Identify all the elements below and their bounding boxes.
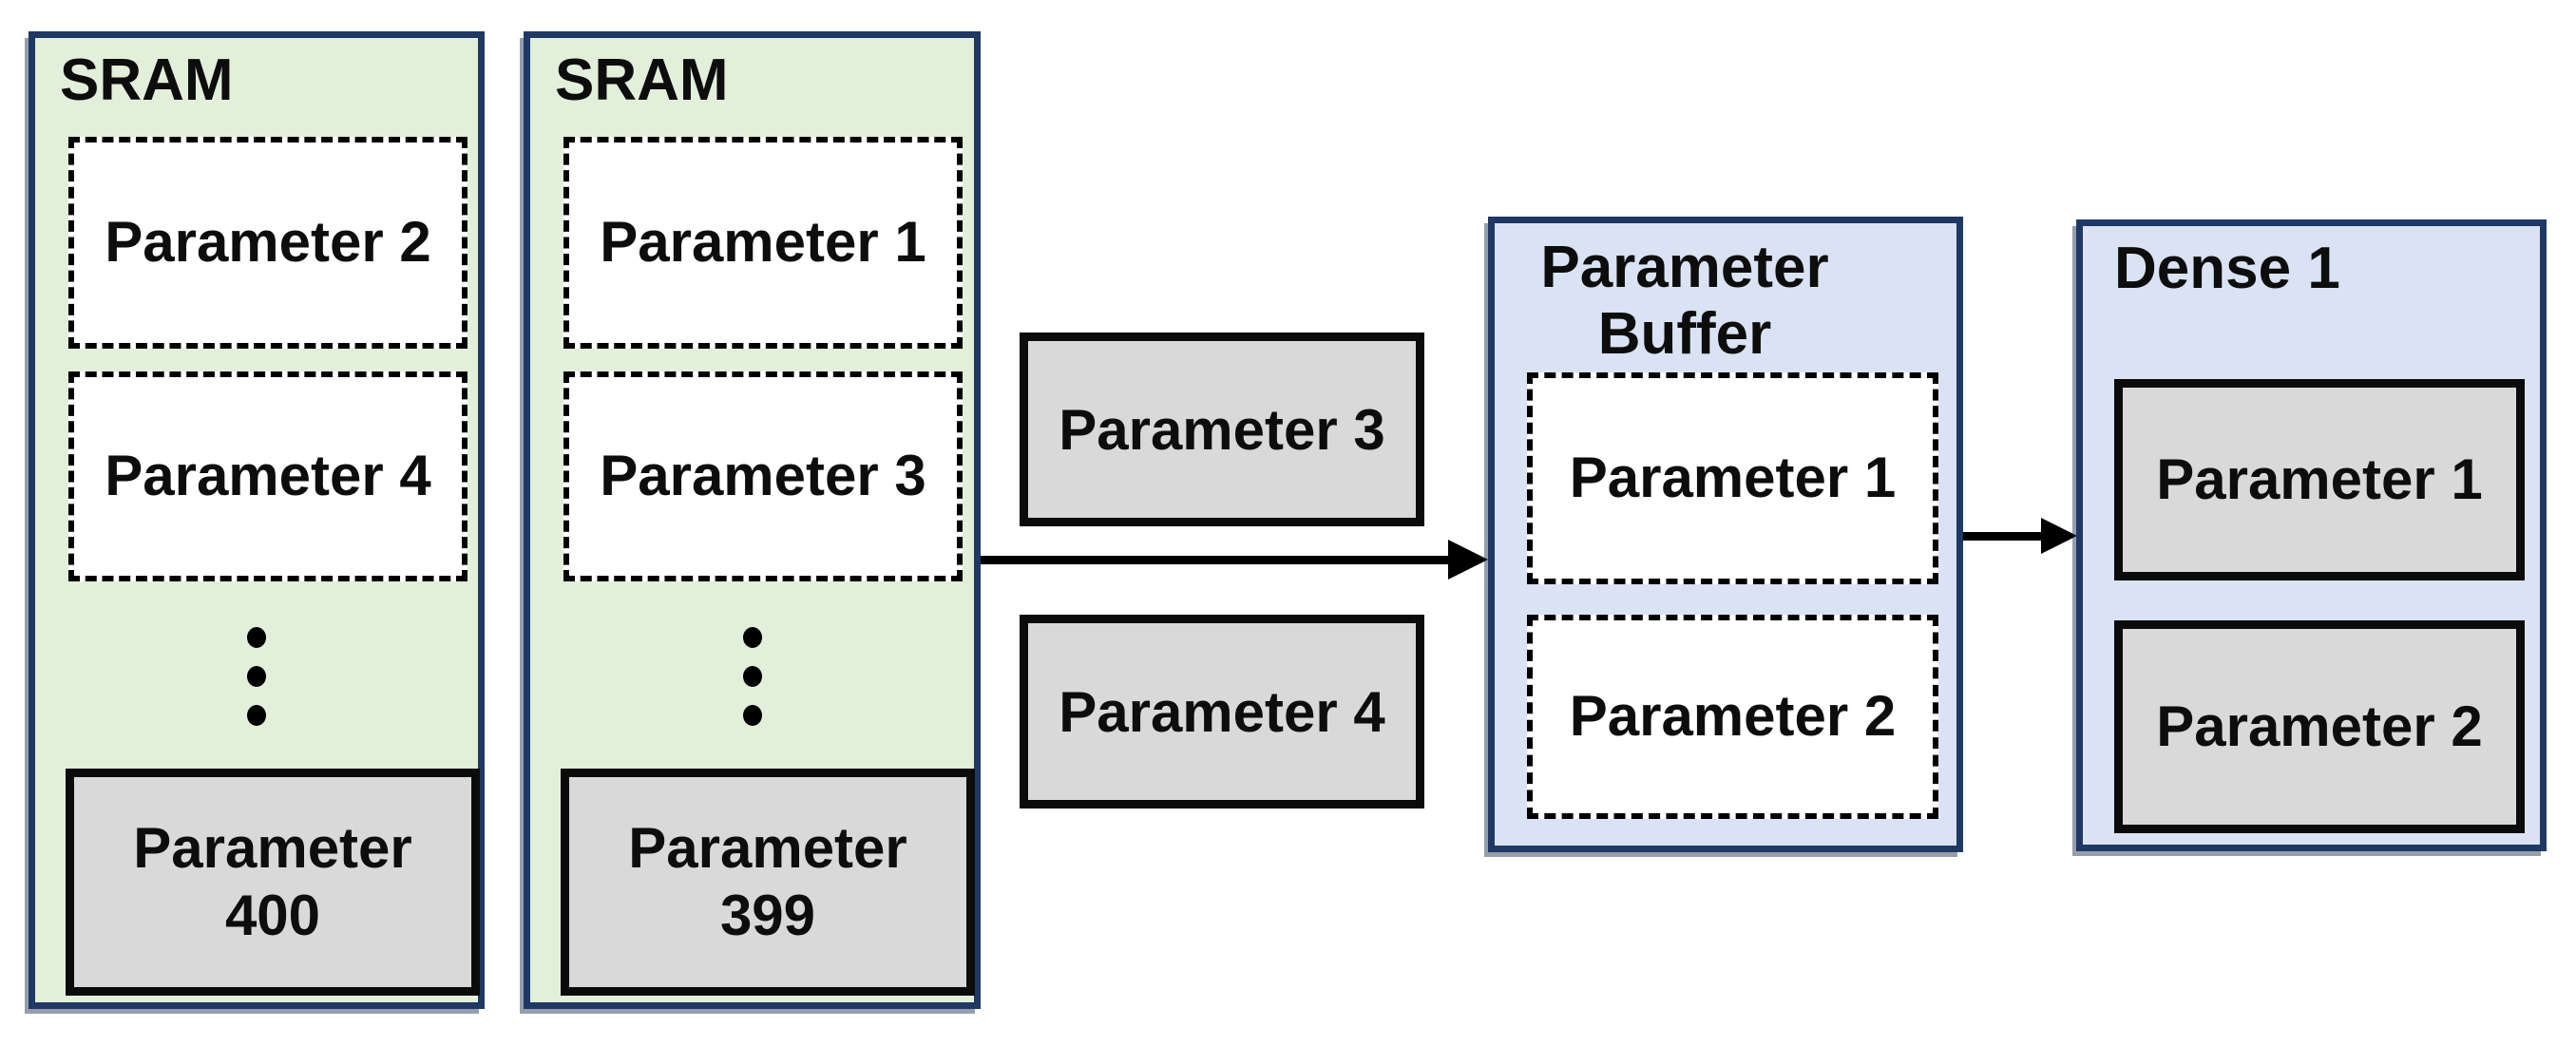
sram-right-box-parameter-399: Parameter 399 — [561, 769, 975, 996]
sram-left-box-parameter-400: Parameter 400 — [66, 769, 480, 996]
vertical-ellipsis-icon — [35, 627, 478, 726]
ellipsis-dot — [742, 705, 762, 726]
dense-slot-parameter-1: Parameter 1 — [2114, 379, 2525, 580]
buffer-slot-parameter-1: Parameter 1 — [1527, 372, 1938, 584]
sram-right-bottom-line-2: 399 — [719, 883, 816, 947]
sram-left-title: SRAM — [60, 48, 234, 113]
sram-left-slot-parameter-2: Parameter 2 — [68, 137, 467, 349]
load-arrow-shaft — [1963, 532, 2043, 541]
dense-1-block: Dense 1 Parameter 1 Parameter 2 — [2076, 219, 2547, 851]
sram-left-bottom-line-1: Parameter — [133, 815, 412, 880]
sram-left-slot-2-label: Parameter 4 — [105, 444, 431, 508]
ellipsis-dot — [742, 666, 762, 687]
transfer-box-1-label: Parameter 3 — [1059, 397, 1385, 462]
ellipsis-dot — [247, 666, 266, 687]
transfer-arrow-shaft — [981, 556, 1452, 564]
buffer-slot-1-label: Parameter 1 — [1569, 446, 1897, 510]
sram-right-slot-parameter-3: Parameter 3 — [563, 371, 963, 581]
load-arrow-head — [2041, 518, 2077, 554]
buffer-slot-2-label: Parameter 2 — [1569, 684, 1897, 749]
ellipsis-dot — [247, 627, 266, 648]
sram-left-bottom-line-2: 400 — [224, 883, 321, 947]
sram-right-block: SRAM Parameter 1 Parameter 3 Parameter 3… — [524, 31, 981, 1009]
transfer-box-parameter-3: Parameter 3 — [1020, 333, 1424, 526]
ellipsis-dot — [247, 705, 266, 726]
buffer-slot-parameter-2: Parameter 2 — [1527, 615, 1938, 819]
transfer-box-parameter-4: Parameter 4 — [1020, 615, 1424, 808]
sram-right-slot-2-label: Parameter 3 — [600, 444, 926, 508]
sram-right-slot-parameter-1: Parameter 1 — [563, 137, 963, 349]
transfer-box-2-label: Parameter 4 — [1059, 679, 1385, 744]
ellipsis-dot — [742, 627, 762, 648]
sram-left-slot-1-label: Parameter 2 — [105, 210, 431, 275]
parameter-buffer-title: Parameter Buffer — [1508, 235, 1861, 368]
transfer-arrow-head — [1448, 540, 1488, 580]
dense-1-title: Dense 1 — [2114, 236, 2340, 301]
parameter-buffer-title-line-2: Buffer — [1597, 301, 1772, 368]
dense-slot-2-label: Parameter 2 — [2156, 694, 2483, 758]
sram-left-slot-parameter-4: Parameter 4 — [68, 371, 467, 581]
parameter-buffer-title-line-1: Parameter — [1540, 235, 1829, 300]
parameter-buffer-block: Parameter Buffer Parameter 1 Parameter 2 — [1488, 217, 1963, 852]
sram-right-slot-1-label: Parameter 1 — [600, 210, 926, 275]
sram-left-block: SRAM Parameter 2 Parameter 4 Parameter 4… — [29, 31, 485, 1009]
vertical-ellipsis-icon — [530, 627, 974, 726]
sram-right-title: SRAM — [555, 48, 729, 113]
sram-right-bottom-line-1: Parameter — [628, 815, 907, 880]
dense-slot-parameter-2: Parameter 2 — [2114, 620, 2525, 833]
dense-slot-1-label: Parameter 1 — [2156, 447, 2483, 511]
